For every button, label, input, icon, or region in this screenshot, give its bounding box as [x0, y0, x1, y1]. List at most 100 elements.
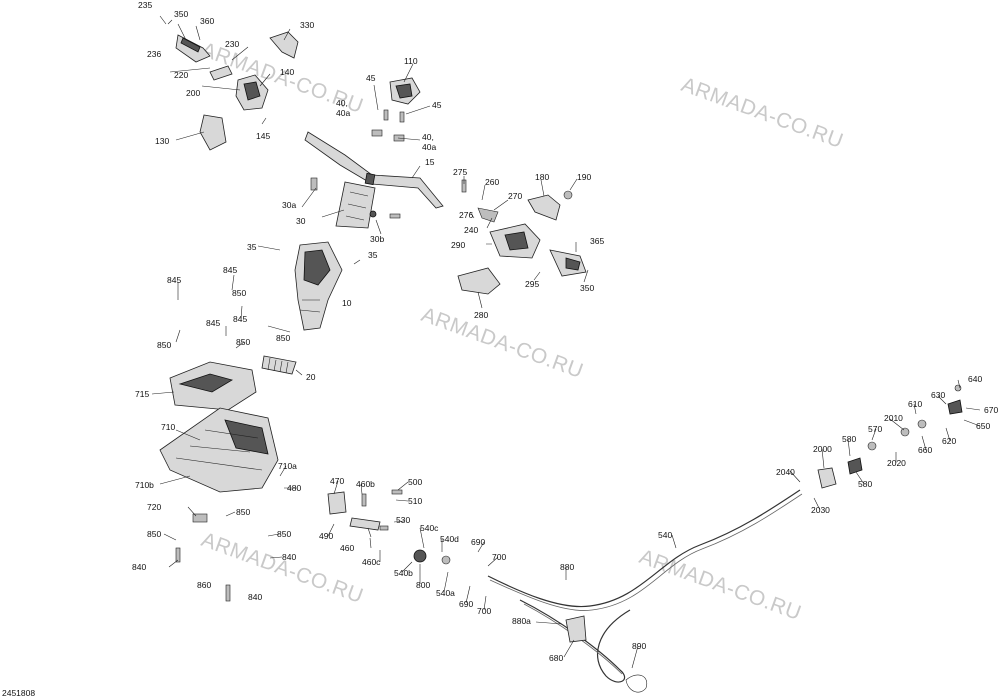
part-label: 620 — [942, 436, 956, 446]
part-label: 660 — [918, 445, 932, 455]
part-label: 350 — [580, 283, 594, 293]
part-label: 580 — [858, 479, 872, 489]
part-label: 840 — [132, 562, 146, 572]
part-label: 190 — [577, 172, 591, 182]
part-label: 530 — [396, 515, 410, 525]
part-label: 260 — [485, 177, 499, 187]
part-label: 640 — [968, 374, 982, 384]
throttle-grip-assembly — [175, 31, 299, 151]
part-label: 40, — [336, 98, 348, 108]
part-label: 720 — [147, 502, 161, 512]
part-label: 110 — [404, 56, 418, 66]
part-label: 350 — [174, 9, 188, 19]
part-label: 800 — [416, 580, 430, 590]
part-label: 650 — [976, 421, 990, 431]
part-label: 860 — [197, 580, 211, 590]
watermark: ARMADA-CO.RU — [418, 303, 586, 383]
leader-lines — [151, 15, 981, 669]
part-label: 35 — [247, 242, 257, 252]
handlebar — [304, 131, 444, 209]
part-label: 690 — [459, 599, 473, 609]
part-label: 180 — [535, 172, 549, 182]
part-label: 570 — [868, 424, 882, 434]
part-label: 630 — [931, 390, 945, 400]
part-label: 680 — [549, 653, 563, 663]
part-label: 880 — [560, 562, 574, 572]
drawing-number: 2451808 — [2, 688, 35, 698]
brake-lever-assembly — [457, 179, 587, 295]
part-label: 490 — [319, 531, 333, 541]
part-label: 270 — [508, 191, 522, 201]
part-label: 700 — [492, 552, 506, 562]
part-label: 2030 — [811, 505, 830, 515]
part-label: 10 — [342, 298, 352, 308]
part-label: 890 — [632, 641, 646, 651]
part-label: 510 — [408, 496, 422, 506]
switch-housing — [371, 77, 421, 142]
part-label: 880a — [512, 616, 531, 626]
part-label: 540d — [440, 534, 459, 544]
part-label: 850 — [232, 288, 246, 298]
part-label: 840 — [282, 552, 296, 562]
watermark: ARMADA-CO.RU — [198, 528, 366, 608]
part-label: 850 — [277, 529, 291, 539]
front-console — [169, 361, 257, 411]
part-label: 35 — [368, 250, 378, 260]
part-label: 480 — [287, 483, 301, 493]
part-label: 710a — [278, 461, 297, 471]
part-label: 290 — [451, 240, 465, 250]
part-label: 540a — [436, 588, 455, 598]
part-label: 850 — [276, 333, 290, 343]
part-label: 230 — [225, 39, 239, 49]
part-label: 700 — [477, 606, 491, 616]
watermark: ARMADA-CO.RU — [678, 73, 846, 153]
part-label: 235 — [138, 0, 152, 10]
watermark: ARMADA-CO.RU — [636, 545, 804, 625]
part-label: 460b — [356, 479, 375, 489]
part-label: 15 — [425, 157, 435, 167]
part-label: 2010 — [884, 413, 903, 423]
part-label: 40, — [422, 132, 434, 142]
part-label: 280 — [474, 310, 488, 320]
part-label: 45 — [432, 100, 442, 110]
part-label: 240 — [464, 225, 478, 235]
part-label: 2040 — [776, 467, 795, 477]
part-label: 845 — [223, 265, 237, 275]
part-label: 540c — [420, 523, 439, 533]
part-label: 850 — [236, 507, 250, 517]
part-label: 840 — [248, 592, 262, 602]
part-label: 715 — [135, 389, 149, 399]
part-label: 610 — [908, 399, 922, 409]
part-label: 275 — [453, 167, 467, 177]
part-label: 540 — [658, 530, 672, 540]
part-label: 850 — [157, 340, 171, 350]
part-label: 360 — [200, 16, 214, 26]
part-label: 30b — [370, 234, 384, 244]
part-label: 670 — [984, 405, 998, 415]
steering-column — [294, 241, 343, 331]
cable-bracket — [565, 615, 648, 693]
part-labels: 235 350 360 236 230 330 220 140 200 130 … — [132, 0, 998, 663]
steering-support — [159, 407, 279, 493]
part-label: 460 — [340, 543, 354, 553]
cable-bracket-hardware — [175, 489, 451, 602]
part-label: 40a — [422, 142, 436, 152]
part-label: 236 — [147, 49, 161, 59]
part-label: 2020 — [887, 458, 906, 468]
part-label: 850 — [147, 529, 161, 539]
part-label: 276 — [459, 210, 473, 220]
part-label: 845 — [167, 275, 181, 285]
part-label: 295 — [525, 279, 539, 289]
part-label: 220 — [174, 70, 188, 80]
part-label: 145 — [256, 131, 270, 141]
part-label: 2000 — [813, 444, 832, 454]
reverse-mechanism — [817, 384, 963, 489]
part-label: 200 — [186, 88, 200, 98]
part-label: 45 — [366, 73, 376, 83]
part-label: 40a — [336, 108, 350, 118]
part-label: 710b — [135, 480, 154, 490]
part-label: 850 — [236, 337, 250, 347]
steering-cover — [310, 177, 401, 229]
part-label: 365 — [590, 236, 604, 246]
